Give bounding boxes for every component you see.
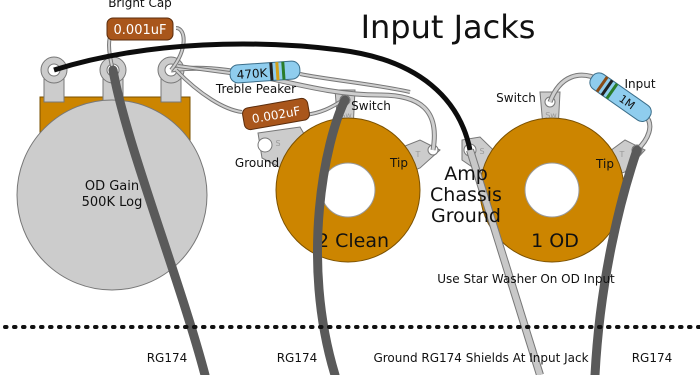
amp-label: Amp: [444, 163, 488, 185]
band-c: [605, 82, 619, 100]
band-a: [595, 76, 609, 93]
clean-jack-hole: [320, 162, 376, 218]
bright-cap-value: 0.001uF: [114, 23, 167, 38]
od-lug-t: T: [619, 150, 625, 159]
band-b: [600, 79, 614, 96]
resistor-470k-value: 470K: [236, 66, 269, 82]
treble-peaker-label: Treble Peaker: [215, 82, 296, 96]
od-switch-label: Switch: [496, 91, 536, 105]
shield-note: Ground RG174 Shields At Input Jack: [373, 351, 588, 365]
star-washer-note: Use Star Washer On OD Input: [437, 272, 615, 286]
clean-ground-label: Ground: [235, 156, 279, 170]
amp-ground-lead: [467, 149, 543, 375]
band-1: [269, 62, 274, 81]
jack-clean: Sw S T 2 Clean: [257, 89, 441, 263]
bright-cap: [106, 17, 174, 41]
cable-label-2: RG174: [277, 351, 318, 365]
ground-label: Ground: [431, 205, 501, 227]
treble-cap-body: [242, 97, 310, 131]
cable-rg174-1: [108, 65, 210, 375]
ground-wire: [170, 66, 436, 151]
resistor-470k: 470K: [229, 60, 301, 84]
clean-lug-s: S: [275, 139, 280, 148]
band-2: [275, 62, 280, 81]
cable-rg174-2: [313, 95, 350, 375]
bright-cap-label: Bright Cap: [108, 0, 172, 10]
clean-switch-label: Switch: [351, 99, 391, 113]
diagram-title: Input Jacks: [361, 8, 536, 46]
chassis-label: Chassis: [430, 184, 502, 206]
cable-label-1: RG174: [147, 351, 188, 365]
od-jack-label: 1 OD: [531, 230, 579, 252]
pot-value: 500K Log: [82, 195, 143, 210]
od-tip-label: Tip: [595, 157, 614, 171]
band-3: [281, 61, 286, 80]
clean-lug-t: T: [415, 150, 421, 159]
cable-label-3: RG174: [632, 351, 673, 365]
cable-rg174-3: [590, 145, 642, 375]
clean-jack-label: 2 Clean: [317, 230, 389, 252]
od-jack-hole: [524, 162, 580, 218]
resistor-470k-leads: [177, 65, 411, 93]
resistor-1m: 1M: [589, 72, 652, 122]
clean-tip-label: Tip: [389, 156, 408, 170]
od-lug-sw: Sw: [545, 111, 557, 120]
clean-lug-sw: Sw: [340, 111, 352, 120]
input-label: Input: [624, 77, 655, 91]
black-wire: [53, 41, 473, 151]
od-lug-s: S: [479, 147, 484, 156]
treble-cap: 0.002uF: [242, 97, 310, 131]
clean-ground-hole: [257, 137, 273, 153]
resistor-1m-body: [589, 72, 652, 122]
pot-name: OD Gain: [85, 179, 139, 194]
